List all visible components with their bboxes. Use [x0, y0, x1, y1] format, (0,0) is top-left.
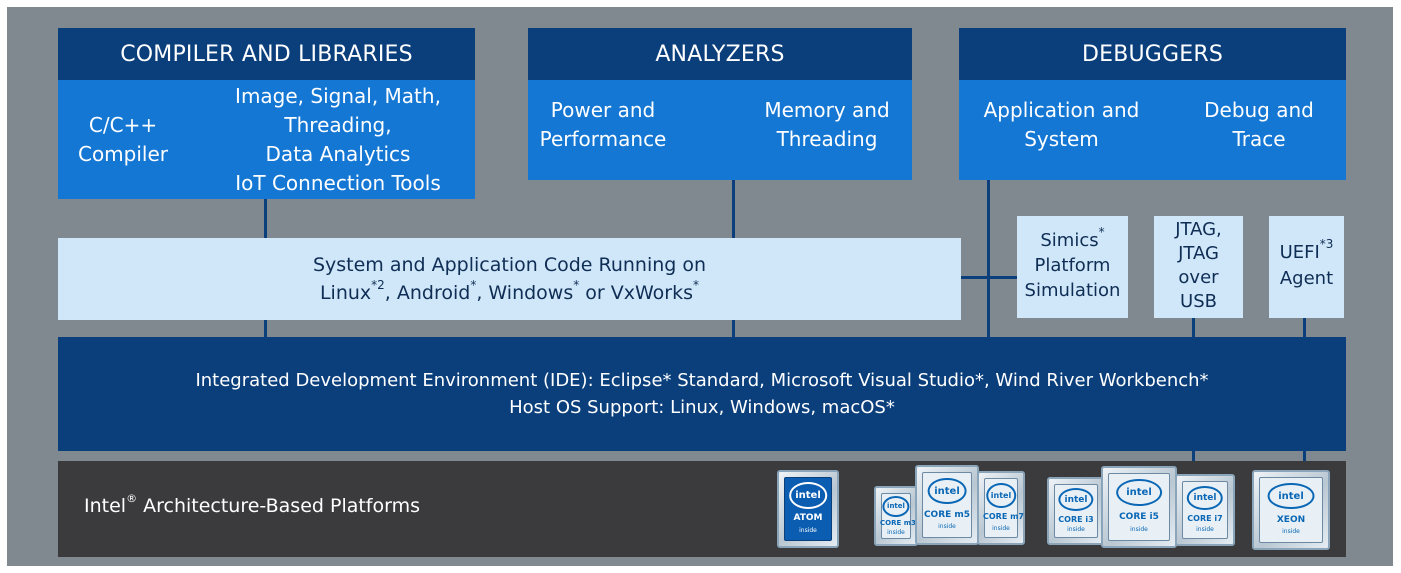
ide-box: Integrated Development Environment (IDE)… [58, 337, 1346, 451]
simics-line2: Platform [1034, 255, 1111, 276]
uefi-label: UEFI [1279, 242, 1320, 263]
compiler-right-line2: Threading, [284, 112, 392, 137]
badge-core-m3-line: CORE m3 [880, 519, 916, 528]
badge-core-i7: intel CORE i7 inside [1175, 474, 1235, 546]
analyzers-right-line2: Threading [776, 127, 878, 151]
badge-core-m7-inside: inside [992, 524, 1010, 532]
compiler-libraries-cell: Image, Signal, Math, Threading, Data Ana… [208, 80, 468, 199]
platform-reg: ® [126, 491, 138, 505]
badge-core-m5: intel CORE m5 inside [915, 465, 979, 545]
badge-xeon: intel XEON inside [1252, 470, 1330, 550]
jtag-line3: over [1178, 267, 1219, 288]
platform-label-rest: Architecture-Based Platforms [137, 495, 421, 517]
analyzers-power-cell: Power and Performance [528, 80, 678, 170]
analyzers-left-line2: Performance [539, 127, 667, 151]
simics-line1: Simics* [1017, 225, 1128, 253]
analyzers-left-line1: Power and [550, 98, 656, 122]
debuggers-body: Application and System Debug and Trace [959, 80, 1346, 180]
debuggers-trace-cell: Debug and Trace [1184, 80, 1334, 170]
compiler-body: C/C++ Compiler Image, Signal, Math, Thre… [58, 80, 475, 199]
badge-core-i5-line: CORE i5 [1119, 511, 1159, 522]
badge-core-m5-inside: inside [938, 523, 956, 531]
ide-line1: Integrated Development Environment (IDE)… [195, 370, 1209, 391]
simics-label: Simics [1040, 230, 1099, 251]
badge-atom-line: ATOM [793, 513, 823, 524]
badge-core-m3: intel CORE m3 inside [874, 486, 918, 546]
intel-logo-icon: intel [1186, 485, 1224, 510]
system-code-line1: System and Application Code Running on [312, 254, 707, 276]
system-code-box: System and Application Code Running on L… [58, 238, 961, 320]
badge-core-m7: intel CORE m7 inside [977, 471, 1025, 545]
os-windows: , Windows [476, 282, 574, 304]
analyzers-title: ANALYZERS [655, 41, 785, 67]
os-android: , Android [384, 282, 471, 304]
jtag-line2: JTAG [1178, 243, 1219, 264]
os-android-sup: * [470, 277, 477, 292]
debuggers-left-line2: System [1024, 127, 1099, 151]
debuggers-header: DEBUGGERS [959, 28, 1346, 80]
os-vxworks-sup: * [693, 277, 700, 292]
intel-logo-icon: intel [789, 482, 827, 509]
jtag-box: JTAG, JTAG over USB [1154, 216, 1243, 318]
analyzers-header: ANALYZERS [528, 28, 912, 80]
compiler-right-line3: Data Analytics [265, 141, 411, 166]
debuggers-title: DEBUGGERS [1081, 41, 1224, 67]
analyzers-body: Power and Performance Memory and Threadi… [528, 80, 912, 180]
compiler-title: COMPILER AND LIBRARIES [120, 41, 413, 67]
intel-logo-icon: intel [882, 495, 910, 517]
analyzers-memory-cell: Memory and Threading [752, 80, 902, 170]
compiler-right-line1: Image, Signal, Math, [235, 83, 441, 108]
debuggers-left-line1: Application and [983, 98, 1140, 122]
os-linux: Linux [319, 282, 372, 304]
compiler-left-line1: C/C++ [88, 112, 158, 137]
badge-core-m5-line: CORE m5 [923, 509, 971, 520]
intel-logo-icon: intel [1058, 487, 1094, 512]
badge-core-i3-line: CORE i3 [1058, 514, 1094, 524]
os-vxworks: or VxWorks [579, 282, 694, 304]
badge-core-i3-inside: inside [1067, 526, 1085, 534]
badge-core-i3: intel CORE i3 inside [1047, 477, 1105, 545]
compiler-cpp-cell: C/C++ Compiler [58, 80, 188, 199]
ide-line2: Host OS Support: Linux, Windows, macOS* [509, 397, 895, 418]
compiler-left-line2: Compiler [77, 141, 169, 166]
badge-core-i5: intel CORE i5 inside [1101, 466, 1177, 548]
uefi-box: UEFI*3 Agent [1269, 216, 1344, 318]
intel-logo-icon: intel [1267, 482, 1315, 510]
badge-core-i7-line: CORE i7 [1187, 514, 1223, 524]
badge-xeon-line: XEON [1276, 514, 1306, 525]
debuggers-application-cell: Application and System [959, 80, 1164, 170]
platform-label: Intel® Architecture-Based Platforms [84, 491, 421, 517]
badge-core-m3-inside: inside [887, 529, 905, 537]
badge-atom: intel ATOM inside [777, 470, 839, 548]
jtag-line4: USB [1180, 291, 1217, 312]
badge-core-m7-line: CORE m7 [983, 512, 1024, 522]
connector-debuggers [987, 178, 990, 340]
analyzers-right-line1: Memory and [764, 98, 890, 122]
system-code-line2: Linux*2, Android*, Windows* or VxWorks* [320, 279, 699, 307]
uefi-line2: Agent [1279, 268, 1334, 289]
badge-core-i7-inside: inside [1196, 526, 1214, 534]
simics-sup: * [1098, 225, 1105, 239]
os-windows-sup: * [573, 277, 580, 292]
badge-xeon-inside: inside [1282, 528, 1300, 536]
simics-line3: Simulation [1024, 280, 1121, 301]
simics-box: Simics* Platform Simulation [1017, 216, 1128, 318]
os-linux-sup: *2 [371, 277, 385, 292]
intel-logo-icon: intel [1116, 478, 1162, 507]
badge-atom-inside: inside [799, 526, 817, 534]
compiler-right-line4: IoT Connection Tools [235, 170, 441, 195]
intel-logo-icon: intel [927, 477, 967, 505]
intel-logo-icon: intel [986, 482, 1016, 508]
connector-system-to-debug [960, 276, 1018, 279]
uefi-sup: *3 [1319, 237, 1334, 251]
uefi-line1: UEFI*3 [1269, 237, 1344, 266]
compiler-header: COMPILER AND LIBRARIES [58, 28, 475, 80]
debuggers-right-line1: Debug and [1204, 98, 1314, 122]
platform-label-intel: Intel [84, 495, 127, 517]
jtag-line1: JTAG, [1175, 219, 1222, 240]
debuggers-right-line2: Trace [1232, 127, 1286, 151]
badge-core-i5-inside: inside [1130, 525, 1148, 533]
